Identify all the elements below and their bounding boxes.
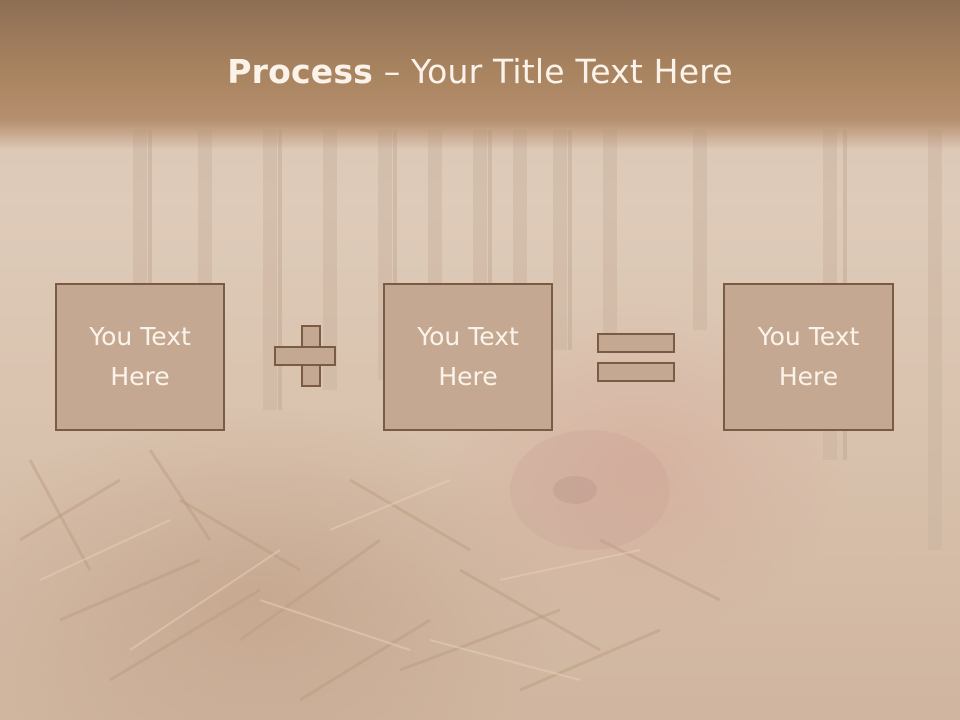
process-step-2-text: You Text Here (417, 322, 519, 391)
straw-graphic (19, 430, 721, 702)
slide-title: Process – Your Title Text Here (0, 52, 960, 91)
process-step-3[interactable]: You Text Here (723, 283, 894, 431)
title-band (0, 0, 960, 150)
process-step-2[interactable]: You Text Here (383, 283, 553, 431)
process-step-1[interactable]: You Text Here (55, 283, 225, 431)
title-bold-part: Process (227, 52, 374, 91)
fence-bars-graphic (133, 130, 942, 550)
process-step-3-text: You Text Here (757, 322, 860, 391)
title-rest-part: – Your Title Text Here (373, 52, 733, 91)
process-step-1-text: You Text Here (89, 322, 191, 391)
